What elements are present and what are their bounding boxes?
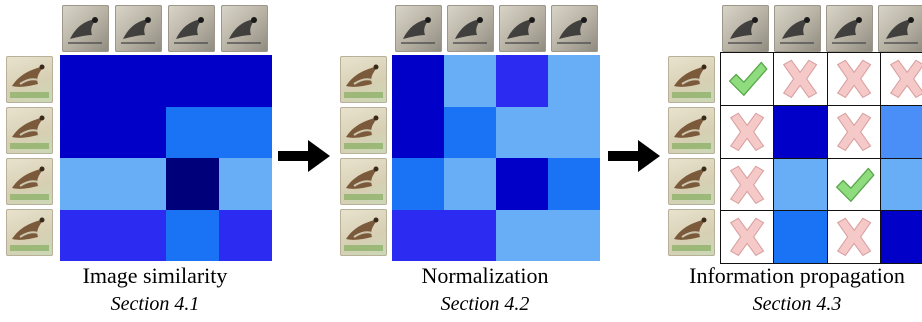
query-thumbnail bbox=[447, 5, 494, 52]
matrix-cell bbox=[774, 158, 827, 211]
section-label: Section 4.1 bbox=[110, 293, 200, 315]
matrix-cell bbox=[548, 209, 600, 261]
cross-icon-cell bbox=[721, 211, 774, 263]
matrix-cell bbox=[880, 105, 922, 158]
cross-icon-cell bbox=[827, 211, 880, 263]
row-thumbnail bbox=[668, 209, 715, 256]
query-thumbnail bbox=[168, 5, 215, 52]
row-thumbnail bbox=[668, 158, 715, 205]
matrix-cell bbox=[113, 55, 166, 107]
matrix-cell bbox=[548, 55, 600, 107]
matrix-cell bbox=[496, 106, 548, 158]
matrix-cell bbox=[548, 106, 600, 158]
check-icon-cell bbox=[721, 53, 774, 105]
row-thumbnail bbox=[668, 56, 715, 103]
matrix-cell bbox=[880, 158, 922, 211]
matrix-cell bbox=[774, 105, 827, 158]
query-thumbnail bbox=[62, 5, 109, 52]
matrix-cell bbox=[219, 209, 272, 261]
section-label: Section 4.3 bbox=[752, 293, 842, 315]
query-thumbnail bbox=[774, 5, 821, 52]
matrix-cell bbox=[60, 209, 113, 261]
arrow-right-icon bbox=[608, 140, 660, 172]
row-thumbnail bbox=[340, 209, 387, 256]
matrix-cell bbox=[219, 158, 272, 210]
cross-icon-cell bbox=[721, 158, 774, 211]
matrix-cell bbox=[392, 209, 444, 261]
matrix-cell bbox=[113, 158, 166, 210]
row-thumbnail bbox=[6, 56, 53, 103]
query-thumbnail bbox=[221, 5, 268, 52]
matrix-cell bbox=[774, 211, 827, 263]
query-thumbnail bbox=[722, 5, 769, 52]
arrow-right-icon bbox=[278, 140, 330, 172]
cross-icon-cell bbox=[827, 53, 880, 105]
cross-icon-cell bbox=[880, 53, 922, 105]
matrix-cell bbox=[60, 106, 113, 158]
cross-icon-cell bbox=[827, 105, 880, 158]
panel-title: Information propagation bbox=[689, 263, 905, 288]
matrix-cell bbox=[496, 209, 548, 261]
matrix-cell bbox=[60, 55, 113, 107]
matrix-cell bbox=[444, 158, 496, 210]
row-thumbnail bbox=[668, 107, 715, 154]
matrix-cell bbox=[219, 106, 272, 158]
row-thumbnail bbox=[6, 158, 53, 205]
matrix-cell bbox=[496, 158, 548, 210]
matrix-cell bbox=[219, 55, 272, 107]
cross-icon-cell bbox=[721, 105, 774, 158]
check-icon-cell bbox=[827, 158, 880, 211]
matrix-cell bbox=[880, 211, 922, 263]
query-thumbnail bbox=[551, 5, 598, 52]
query-thumbnail bbox=[395, 5, 442, 52]
query-thumbnail bbox=[499, 5, 546, 52]
row-thumbnail bbox=[6, 107, 53, 154]
matrix-cell bbox=[392, 55, 444, 107]
matrix-cell bbox=[113, 209, 166, 261]
matrix-cell bbox=[444, 55, 496, 107]
row-thumbnail bbox=[6, 209, 53, 256]
row-thumbnail bbox=[340, 158, 387, 205]
matrix-cell bbox=[166, 106, 219, 158]
panel-title: Image similarity bbox=[82, 263, 228, 288]
matrix-cell bbox=[444, 209, 496, 261]
query-thumbnail bbox=[878, 5, 922, 52]
section-label: Section 4.2 bbox=[440, 293, 530, 315]
matrix-cell bbox=[392, 158, 444, 210]
matrix-cell bbox=[444, 106, 496, 158]
cross-icon-cell bbox=[774, 53, 827, 105]
matrix-cell bbox=[392, 106, 444, 158]
row-thumbnail bbox=[340, 56, 387, 103]
matrix-cell bbox=[60, 158, 113, 210]
query-thumbnail bbox=[826, 5, 873, 52]
matrix-cell bbox=[166, 158, 219, 210]
similarity-matrix bbox=[60, 55, 272, 261]
matrix-cell bbox=[166, 209, 219, 261]
normalized-matrix bbox=[392, 55, 600, 261]
matrix-cell bbox=[496, 55, 548, 107]
matrix-cell bbox=[113, 106, 166, 158]
panel-title: Normalization bbox=[421, 263, 549, 288]
matrix-cell bbox=[548, 158, 600, 210]
propagation-matrix bbox=[720, 52, 922, 264]
matrix-cell bbox=[166, 55, 219, 107]
row-thumbnail bbox=[340, 107, 387, 154]
query-thumbnail bbox=[115, 5, 162, 52]
